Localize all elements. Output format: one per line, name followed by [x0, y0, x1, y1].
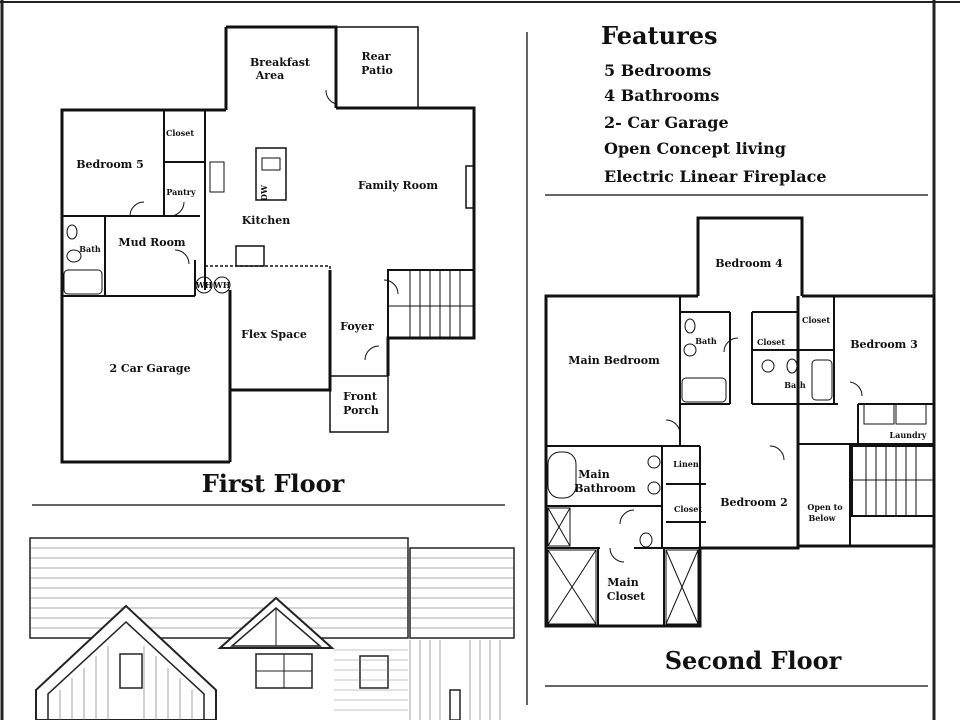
sink-icon	[647, 455, 661, 469]
bedroom-3-label: Bedroom 3	[850, 338, 918, 351]
stairs-second-floor	[851, 445, 935, 517]
sink-icon	[683, 343, 697, 357]
features-panel: Features 5 Bedrooms 4 Bathrooms 2- Car G…	[601, 21, 827, 186]
bedroom-5-label: Bedroom 5	[76, 158, 144, 171]
sink-icon	[66, 249, 82, 263]
water-heater-label: WH	[195, 280, 213, 290]
second-floor-plan	[544, 216, 936, 628]
first-floor-title: First Floor	[202, 469, 345, 498]
water-heater-icon	[195, 276, 213, 294]
pantry-label: Pantry	[166, 187, 196, 197]
second-floor-labels: Bedroom 4 Main Bedroom Bath Closet Close…	[568, 257, 927, 675]
bath-label: Bath	[784, 380, 806, 390]
tub-icon	[63, 269, 103, 295]
bath-label: Bath	[79, 244, 101, 254]
foyer-label: Foyer	[340, 320, 374, 333]
closet-label: Closet	[802, 315, 830, 325]
main-bedroom-label: Main Bedroom	[568, 354, 660, 367]
front-elevation-drawing	[29, 537, 515, 720]
window-icon	[119, 653, 143, 689]
second-floor-fixtures	[547, 318, 927, 563]
dryer-icon	[895, 403, 927, 425]
tub-icon	[547, 451, 577, 499]
features-heading: Features	[601, 21, 718, 50]
bedroom-4-label: Bedroom 4	[715, 257, 783, 270]
toilet-icon	[66, 224, 78, 240]
stairs-first-floor	[388, 270, 474, 338]
kitchen-label: Kitchen	[242, 214, 291, 227]
window-icon	[359, 655, 389, 689]
door-swings	[129, 89, 399, 361]
family-room-label: Family Room	[358, 179, 438, 192]
sink-icon	[261, 157, 281, 171]
garage-label: 2 Car Garage	[109, 362, 190, 375]
sink-icon	[647, 481, 661, 495]
second-floor-title: Second Floor	[665, 646, 842, 675]
feature-item: 5 Bedrooms	[604, 61, 711, 80]
first-floor-plan	[60, 25, 476, 464]
bath-label: Bath	[695, 336, 717, 346]
feature-item: 2- Car Garage	[604, 113, 729, 132]
tub-icon	[681, 377, 727, 403]
window-icon	[449, 689, 461, 720]
water-heater-label: WH	[213, 280, 231, 290]
fireplace-icon	[465, 165, 475, 209]
toilet-icon	[639, 532, 653, 548]
flex-space-label: Flex Space	[241, 328, 307, 341]
fridge-icon	[209, 161, 225, 193]
laundry-label: Laundry	[890, 430, 927, 440]
sink-icon	[761, 359, 775, 373]
linen-label: Linen	[673, 459, 699, 469]
kitchen-island	[255, 147, 287, 201]
feature-item: 4 Bathrooms	[604, 86, 719, 105]
dishwasher-label: DW	[259, 184, 269, 201]
bedroom-2-label: Bedroom 2	[720, 496, 788, 509]
feature-item: Open Concept living	[604, 139, 786, 158]
water-heater-icon	[213, 276, 231, 294]
closet-x-marks	[547, 507, 699, 625]
washer-icon	[863, 403, 895, 425]
toilet-icon	[684, 318, 696, 334]
closet-label: Closet	[674, 504, 702, 514]
closet-label: Closet	[166, 128, 194, 138]
range-icon	[235, 245, 265, 267]
toilet-icon	[786, 358, 798, 374]
mud-room-label: Mud Room	[118, 236, 186, 249]
feature-item: Electric Linear Fireplace	[604, 167, 827, 186]
tub-icon	[811, 359, 833, 401]
closet-label: Closet	[757, 337, 785, 347]
